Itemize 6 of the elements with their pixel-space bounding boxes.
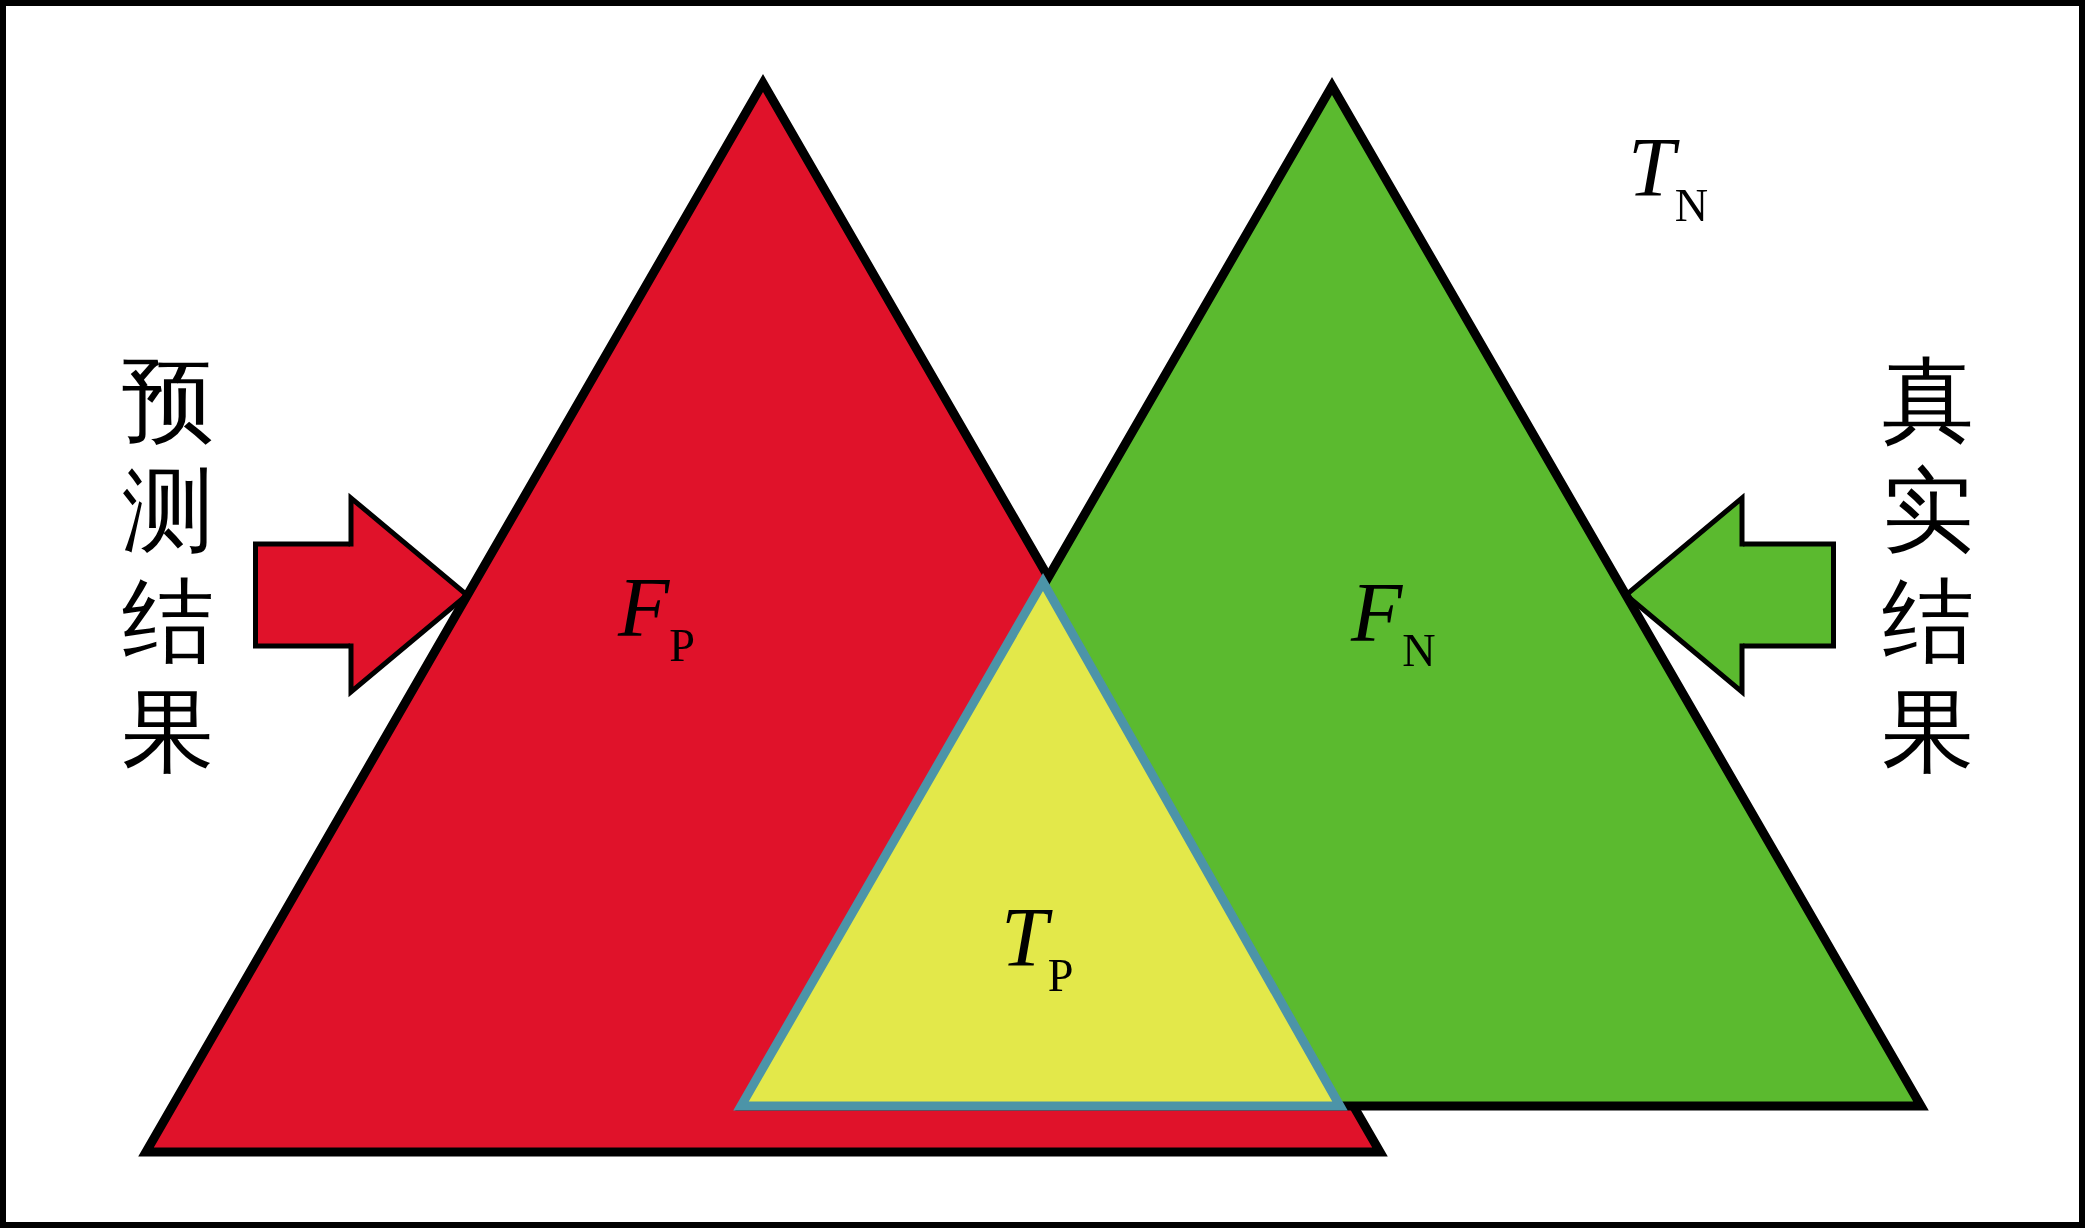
variable-label: F$_{N}$ [1351, 571, 1436, 675]
variable-label: T$_{P}$ [1001, 896, 1074, 1000]
variable-label: T$_{N}$ [1628, 126, 1709, 230]
vertical-heading: 预测结果 [122, 349, 214, 786]
variable-label: F$_{P}$ [618, 566, 695, 670]
vertical-heading: 真实结果 [1882, 349, 1974, 786]
